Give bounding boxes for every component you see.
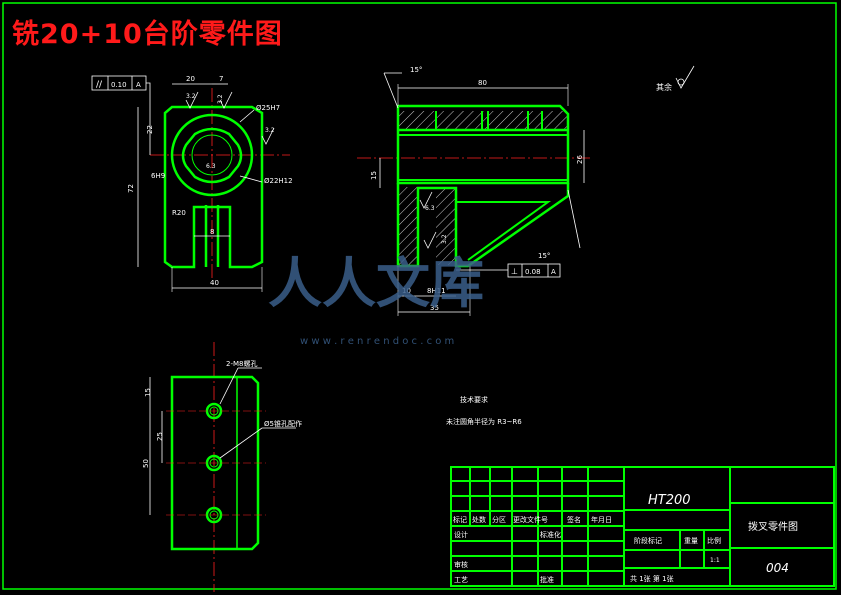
tb-label-sign: 签名	[567, 515, 581, 524]
side-rough-1: 6.3	[425, 205, 435, 212]
tb-drawing-no: 004	[766, 561, 789, 575]
front-rough-4: 6.3	[206, 163, 216, 170]
side-angle-bottom: 15°	[538, 252, 550, 260]
tb-label-change: 更改文件号	[513, 515, 548, 524]
tb-label-check: 审核	[454, 560, 468, 569]
side-tol-value: 0.08	[525, 268, 541, 276]
bottom-view: 15 25 50 2-M8螺孔 Ø5锥孔配作	[142, 342, 302, 592]
bottom-note-holes: 2-M8螺孔	[226, 359, 257, 368]
side-dim-8h11: 8H11	[427, 287, 446, 295]
tb-label-date: 年月日	[591, 515, 612, 524]
tb-label-zone: 分区	[492, 515, 506, 524]
bottom-note-pin: Ø5锥孔配作	[264, 419, 302, 428]
title-block-text: HT200 拨叉零件图 004 1:1 标记 处数 分区 更改文件号 签名 年月…	[453, 493, 798, 584]
tb-scale: 1:1	[710, 557, 720, 564]
tb-label-weight: 重量	[684, 537, 698, 545]
side-tol-datum: A	[551, 268, 556, 276]
front-rough-2: 3.2	[217, 94, 224, 104]
side-view: 80 15° 26 15 15° ⊥ 0.08 A 10 8H11 35 6.3…	[357, 66, 590, 316]
tech-title: 技术要求	[460, 395, 488, 404]
front-rough-3: 3.2	[265, 127, 275, 134]
front-dim-offset: 7	[219, 75, 223, 83]
bottom-dim-15: 15	[144, 388, 152, 397]
tb-label-count: 处数	[472, 515, 486, 524]
watermark-url: w w w . r e n r e n d o c . c o m	[300, 336, 454, 347]
tb-label-approve: 批准	[540, 575, 554, 584]
watermark: 人人文库 w w w . r e n r e n d o c . c o m	[268, 252, 484, 347]
front-rough-1: 3.2	[186, 93, 196, 100]
front-dim-40: 40	[210, 279, 219, 287]
tb-label-ratio: 比例	[707, 536, 721, 545]
main-title: 铣20+10台阶零件图	[12, 19, 283, 50]
tb-part-name: 拨叉零件图	[748, 520, 798, 533]
front-tol-value: 0.10	[111, 81, 127, 89]
front-dim-bore: Ø25H7	[256, 104, 280, 112]
side-angle-top: 15°	[410, 66, 422, 74]
front-dim-r20: R20	[172, 209, 186, 217]
side-dim-35: 35	[430, 304, 439, 312]
tech-line: 未注圆角半径为 R3~R6	[446, 417, 522, 426]
side-rough-2: 3.2	[441, 234, 448, 244]
front-dim-6h9: 6H9	[151, 172, 165, 180]
front-view: // 0.10 A 20 7 72 22 6H9 R20 8 40 Ø25H7 …	[91, 75, 293, 292]
tb-label-sheets: 共 1张 第 1张	[630, 574, 674, 583]
side-dim-15: 15	[370, 171, 378, 180]
front-dim-slot: 8	[210, 228, 214, 236]
bottom-dim-25: 25	[156, 432, 164, 441]
tb-label-process: 工艺	[454, 576, 468, 584]
front-dim-bore2: Ø22H12	[264, 177, 293, 185]
svg-text://: //	[96, 80, 103, 90]
surface-note: 其余	[656, 65, 695, 92]
side-dim-80: 80	[478, 79, 487, 87]
technical-requirements: 技术要求 未注圆角半径为 R3~R6	[446, 395, 522, 426]
title-block	[450, 466, 835, 587]
tb-label-standard: 标准化	[540, 530, 561, 539]
bottom-dim-50: 50	[142, 459, 150, 468]
side-dim-10: 10	[402, 287, 411, 295]
tb-material: HT200	[648, 493, 691, 508]
svg-text:⊥: ⊥	[511, 267, 518, 276]
tb-label-stage: 阶段标记	[634, 536, 662, 545]
front-dim-72: 72	[127, 184, 135, 193]
front-dim-top: 20	[186, 75, 195, 83]
side-dim-26: 26	[576, 155, 584, 164]
surface-note-text: 其余	[656, 82, 672, 92]
tb-label-mark: 标记	[453, 515, 467, 524]
front-dim-22: 22	[146, 125, 154, 134]
front-tol-datum: A	[136, 81, 141, 89]
watermark-cn: 人人文库	[268, 252, 484, 315]
tb-label-design: 设计	[454, 530, 468, 539]
